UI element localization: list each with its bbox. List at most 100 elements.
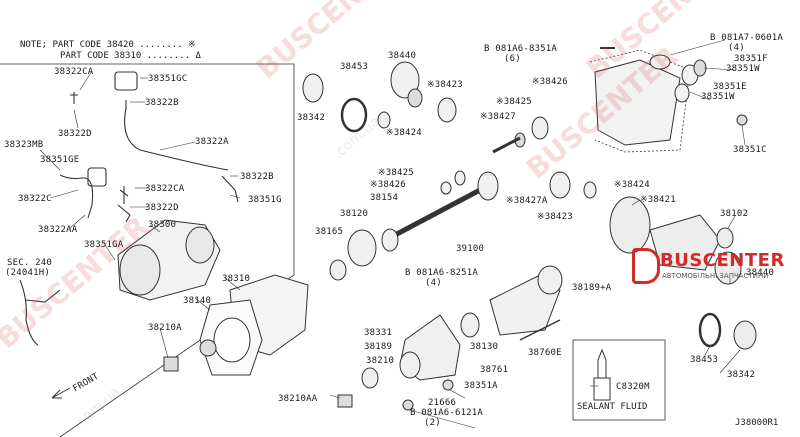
label-24041H: (24041H) (5, 268, 50, 278)
label-38351W: 38351W (726, 64, 760, 74)
ring-38453-b (698, 312, 722, 348)
sealant-box (572, 339, 666, 421)
label-38351GE: 38351GE (40, 155, 80, 165)
label-C8320M: C8320M (616, 382, 650, 392)
label-38130: 38130 (470, 342, 499, 352)
label-38351F: 38351F (734, 54, 768, 64)
label-38351G: 38351G (248, 195, 282, 205)
plug-38210A-b (199, 339, 217, 357)
rear-cover (594, 59, 681, 146)
harness-24041H (19, 279, 61, 346)
label-sec240: SEC. 240 (7, 258, 52, 268)
label-38310: 38310 (222, 274, 251, 284)
diagram-code: J38000R1 (735, 418, 779, 428)
clip-38322CA (70, 92, 78, 104)
label-38423-2: ※38423 (537, 212, 573, 222)
washer-38424 (377, 111, 391, 129)
logo-title: BUSCENTER (660, 250, 785, 271)
part-code-note-line2: PART CODE 38310 ........ Δ (60, 51, 201, 61)
label-38322AA: 38322AA (38, 225, 78, 235)
label-38421: ※38421 (640, 195, 676, 205)
buscenter-logo: BUSCENTER АВТОМОБІЛЬНІ ЗАПЧАСТИНИ (632, 248, 792, 294)
bearing-38440 (390, 61, 420, 99)
label-38440-2: 38440 (746, 268, 775, 278)
label-38322B-2: 38322B (240, 172, 274, 182)
plug-38210A (163, 356, 179, 372)
hose-38322A (124, 107, 229, 171)
breather-38351GE (87, 167, 107, 187)
shaft-38427 (492, 136, 521, 154)
label-qty4a: (4) (728, 43, 745, 53)
label-38210: 38210 (366, 356, 395, 366)
label-38322D-2: 38322D (145, 203, 179, 213)
label-38322CA: 38322CA (54, 67, 94, 77)
label-38300: 38300 (148, 220, 177, 230)
label-38427A: ※38427A (506, 196, 548, 206)
label-38210AA: 38210AA (278, 394, 318, 404)
label-38351C: 38351C (733, 145, 767, 155)
label-38342: 38342 (297, 113, 326, 123)
label-38322D: 38322D (58, 129, 92, 139)
label-38342-2: 38342 (727, 370, 756, 380)
bearing-38189 (399, 351, 421, 379)
breather-38351GC (114, 71, 138, 91)
label-38154: 38154 (370, 193, 399, 203)
label-38426-2: ※38426 (370, 180, 406, 190)
label-38323MB: 38323MB (4, 140, 44, 150)
label-38424: ※38424 (386, 128, 422, 138)
gear-38423 (437, 97, 457, 123)
label-qty6: (6) (504, 54, 521, 64)
washer-38426 (440, 181, 452, 195)
shaft-39100 (393, 187, 482, 238)
bolt-38351A (442, 379, 454, 391)
left-panel-border (0, 63, 295, 437)
label-qty4b: (4) (425, 278, 442, 288)
pinion-gear (477, 171, 499, 201)
label-38440: 38440 (388, 51, 417, 61)
spacer-38154 (381, 228, 399, 252)
label-38427: ※38427 (480, 112, 516, 122)
bearing-38440-b (714, 251, 742, 285)
hose-38322B (221, 175, 239, 203)
gear-38425 (454, 170, 466, 186)
bolt-081A7 (649, 54, 671, 70)
label-21666: 21666 (428, 398, 457, 408)
label-38322B: 38322B (145, 98, 179, 108)
label-39100: 39100 (456, 244, 485, 254)
sealant-bottle (597, 348, 607, 379)
label-081A6-6121A: B 081A6-6121A (410, 408, 484, 418)
label-38210A: 38210A (148, 323, 182, 333)
sensor-38760E (519, 319, 561, 341)
connector-38322CA (119, 186, 129, 204)
label-38425-2: ※38425 (378, 168, 414, 178)
label-qty2: (2) (424, 418, 441, 428)
label-38426: ※38426 (532, 77, 568, 87)
part-code-note-line1: NOTE; PART CODE 38420 ........ ※ (20, 40, 196, 50)
rear-cover-outline (589, 49, 691, 153)
sealant-fluid-title: SEALANT FLUID (577, 402, 648, 412)
bolt-38351C (736, 114, 748, 126)
label-38322C: 38322C (18, 194, 52, 204)
plug-38351E (674, 83, 690, 103)
gear-38426 (531, 116, 549, 140)
label-38189A: 38189+A (572, 283, 612, 293)
seal-38342-b (733, 320, 757, 350)
ring-gear-38421 (609, 196, 651, 254)
shim-38130 (460, 312, 480, 338)
label-38760E: 38760E (528, 348, 562, 358)
plug-38210 (361, 367, 379, 389)
hose-38322C (59, 174, 94, 219)
collar-38165 (329, 259, 347, 281)
label-38453: 38453 (340, 62, 369, 72)
label-38351GA: 38351GA (84, 240, 124, 250)
clip-38322D (117, 204, 131, 223)
oil-seal-38189A (537, 265, 563, 295)
label-081A6-8351A: B 081A6-8351A (484, 44, 558, 54)
ring-38453 (340, 97, 368, 133)
plug-38210AA (337, 394, 353, 408)
label-38331: 38331 (364, 328, 393, 338)
washer-38424-b (583, 181, 597, 199)
label-38351E: 38351E (713, 82, 747, 92)
